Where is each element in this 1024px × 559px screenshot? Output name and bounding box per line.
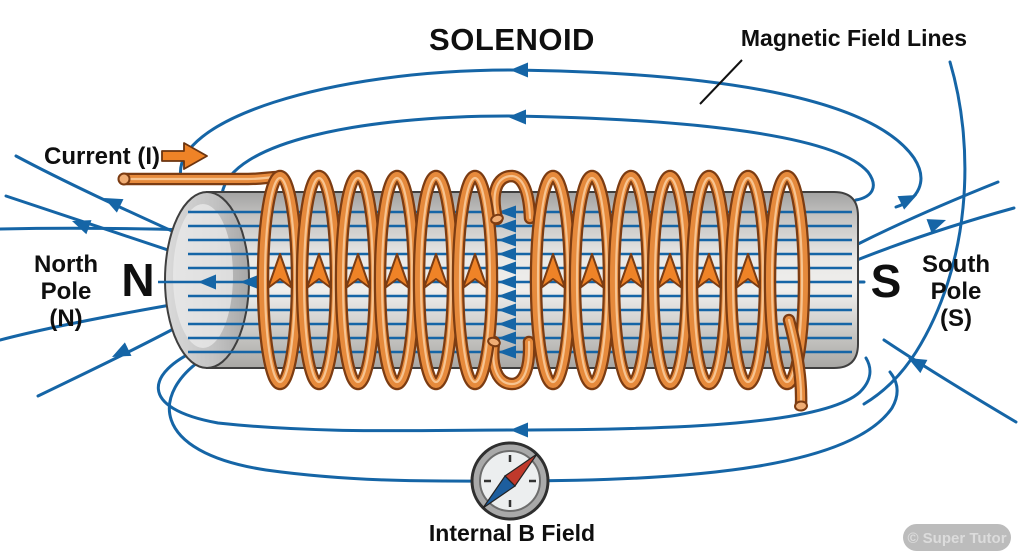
current-up-arrow xyxy=(345,253,371,289)
current-up-arrow xyxy=(696,253,722,289)
internal-arrowhead xyxy=(498,331,516,345)
current-up-arrow xyxy=(384,253,410,289)
coil-wire-highlight xyxy=(493,174,532,221)
current-direction-arrow xyxy=(161,142,208,170)
compass-icon xyxy=(470,441,550,521)
internal-b-field-label: Internal B Field xyxy=(429,520,595,546)
field-arrowhead xyxy=(926,219,946,234)
current-label: Current (I) xyxy=(44,143,160,170)
internal-arrowhead xyxy=(498,261,516,275)
coil-windings xyxy=(117,169,811,412)
field-arrowhead xyxy=(112,342,132,357)
current-up-arrow xyxy=(735,253,761,289)
field-arrowhead xyxy=(72,220,92,235)
coil-winding xyxy=(451,169,499,391)
internal-arrowhead xyxy=(498,303,516,317)
magnetic-field-lines-label: Magnetic Field Lines xyxy=(741,25,967,51)
wire-end-cap xyxy=(794,400,808,412)
current-up-arrow xyxy=(267,253,293,289)
cut-winding-stubs xyxy=(117,169,537,391)
field-arrowhead xyxy=(508,109,526,125)
watermark-text: © Super Tutor xyxy=(907,530,1006,547)
internal-arrowhead xyxy=(198,274,216,290)
internal-arrowhead xyxy=(498,275,516,289)
south-letter: S xyxy=(871,255,902,307)
field-line-right-up-2 xyxy=(850,206,1016,264)
svg-text:Pole: Pole xyxy=(931,278,982,305)
field-line-right-down xyxy=(882,338,1018,424)
compass-needle-south xyxy=(482,475,516,509)
field-arrowhead xyxy=(897,195,917,210)
field-line-left-horizontal xyxy=(0,226,192,232)
internal-arrowhead xyxy=(498,345,516,359)
svg-text:Pole: Pole xyxy=(41,278,92,305)
wire-end-cap xyxy=(117,172,131,186)
svg-text:North: North xyxy=(34,251,98,278)
field-line-right-up-1 xyxy=(856,180,1000,246)
north-pole-label: North Pole (N) xyxy=(34,251,98,332)
coil-wire-highlight xyxy=(492,340,531,386)
north-letter: N xyxy=(121,254,154,306)
field-line-left-low xyxy=(0,300,190,342)
field-line-top-outer xyxy=(179,68,923,209)
coil-wire-highlight xyxy=(787,318,803,407)
current-up-arrow xyxy=(423,253,449,289)
internal-arrowhead xyxy=(498,317,516,331)
current-up-arrow xyxy=(579,253,605,289)
current-up-arrow xyxy=(618,253,644,289)
internal-arrowhead xyxy=(498,247,516,261)
field-line-top-inner xyxy=(220,114,875,202)
svg-text:(S): (S) xyxy=(940,305,972,332)
current-up-arrow xyxy=(540,253,566,289)
current-up-arrow xyxy=(462,253,488,289)
wire-end-cap xyxy=(490,213,504,225)
wire-end-cap xyxy=(487,336,501,348)
field-arrowhead xyxy=(908,358,928,374)
internal-arrowhead xyxy=(498,289,516,303)
coil-current-arrows xyxy=(267,253,761,289)
page-title: SOLENOID xyxy=(429,22,595,57)
compass-ticks xyxy=(484,455,536,507)
watermark: © Super Tutor xyxy=(903,524,1011,551)
field-arrowhead xyxy=(104,198,124,213)
current-up-arrow xyxy=(306,253,332,289)
internal-arrowhead xyxy=(498,205,516,219)
field-arrowhead xyxy=(510,422,528,438)
coil-winding xyxy=(763,169,811,391)
svg-text:(N): (N) xyxy=(49,305,82,332)
internal-arrowhead xyxy=(498,233,516,247)
internal-arrowhead xyxy=(498,219,516,233)
watermark-pill xyxy=(903,524,1011,551)
field-arrowhead xyxy=(510,62,528,78)
field-lines-pointer xyxy=(699,59,743,105)
south-pole-label: South Pole (S) xyxy=(922,251,990,332)
svg-text:South: South xyxy=(922,251,990,278)
field-line-right-arc xyxy=(862,60,967,406)
current-up-arrow xyxy=(657,253,683,289)
